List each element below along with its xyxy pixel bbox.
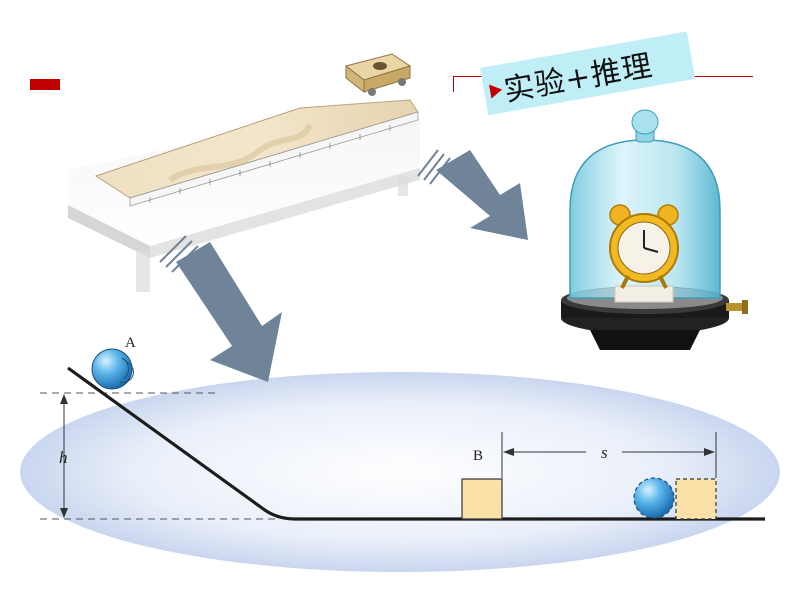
label-h: h xyxy=(59,448,68,467)
bullet-arrow-icon xyxy=(489,82,504,99)
arrow-icon xyxy=(417,149,528,240)
label-s: s xyxy=(601,443,608,462)
label-b: B xyxy=(473,448,483,464)
bell-jar-clock-image xyxy=(561,109,748,350)
accent-bar xyxy=(30,79,60,90)
ball-icon-final xyxy=(633,477,675,519)
ball-icon xyxy=(91,348,134,390)
block-icon-final xyxy=(675,478,717,520)
block-icon xyxy=(461,478,503,520)
accent-line-tick xyxy=(453,76,454,92)
label-a: A xyxy=(125,335,136,351)
arrow-icon-down xyxy=(159,235,282,382)
ramp-diagram: A B h s xyxy=(40,335,765,521)
background-ellipse xyxy=(20,372,780,572)
incline-experiment-image xyxy=(68,53,420,292)
